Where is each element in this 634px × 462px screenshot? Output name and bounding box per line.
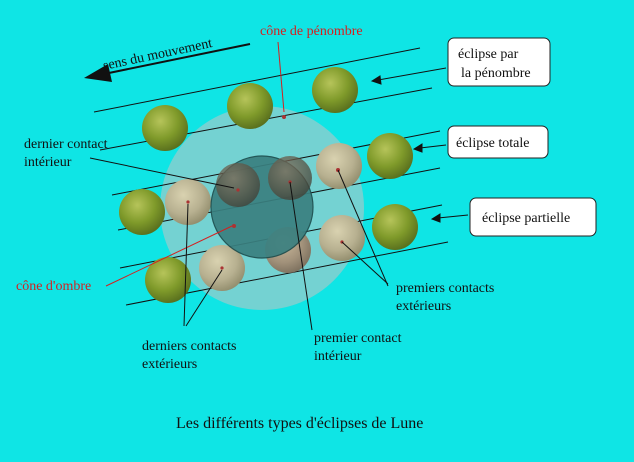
last-outer-contacts-pointer <box>185 269 223 327</box>
moon-center-dot <box>220 266 224 270</box>
moon-bright <box>145 257 191 303</box>
moon-dim <box>319 215 365 261</box>
trajectory-line <box>93 47 421 113</box>
penumbra-cone-label: cône de pénombre <box>260 24 363 39</box>
moon-bright <box>367 133 413 179</box>
moon-bright <box>119 189 165 235</box>
total-eclipse-label: éclipse totale <box>456 136 529 151</box>
box-pointers <box>370 67 469 223</box>
first-outer-contacts-pointer <box>341 241 389 285</box>
moon-bright <box>142 105 188 151</box>
first-outer-contacts-pointer <box>337 169 389 287</box>
umbra-cone-label: cône d'ombre <box>16 279 91 294</box>
first-outer-contacts-line1: premiers contacts <box>396 281 494 296</box>
moon-dark <box>268 156 312 200</box>
last-outer-contacts-line2: extérieurs <box>142 357 197 372</box>
moon-bright <box>227 83 273 129</box>
last-inner-contact-pointer <box>89 157 235 189</box>
direction-arrow <box>84 43 251 82</box>
last-outer-contacts-pointer <box>183 203 189 327</box>
first-outer-contacts-line2: extérieurs <box>396 299 451 314</box>
partial-eclipse-label: éclipse partielle <box>482 211 570 226</box>
total-eclipse-box <box>447 125 549 159</box>
moon-center-dot <box>186 200 190 204</box>
partial-eclipse-box <box>469 197 597 237</box>
moon-center-dot <box>236 188 240 192</box>
last-inner-contact-line1: dernier contact <box>24 137 108 152</box>
umbra-cone-pointer <box>105 225 233 287</box>
penumbral-eclipse-line2: la pénombre <box>461 66 531 81</box>
diagram-title: Les différents types d'éclipses de Lune <box>176 415 423 432</box>
first-inner-contact-line2: intérieur <box>314 349 362 364</box>
moon-dim <box>316 143 362 189</box>
penumbral-eclipse-box <box>447 37 551 87</box>
penumbral-eclipse-line1: éclipse par <box>458 47 519 62</box>
moon-center-dot <box>232 224 236 228</box>
last-outer-contacts-line1: derniers contacts <box>142 339 236 354</box>
first-inner-contact-line1: premier contact <box>314 331 402 346</box>
moon-dark <box>216 163 260 207</box>
first-inner-contact-pointer <box>289 181 313 331</box>
moon-bright <box>312 67 358 113</box>
moon-bright <box>372 204 418 250</box>
last-inner-contact-line2: intérieur <box>24 155 72 170</box>
moon-center-dot <box>282 115 286 119</box>
penumbra-cone-pointer <box>277 41 285 113</box>
